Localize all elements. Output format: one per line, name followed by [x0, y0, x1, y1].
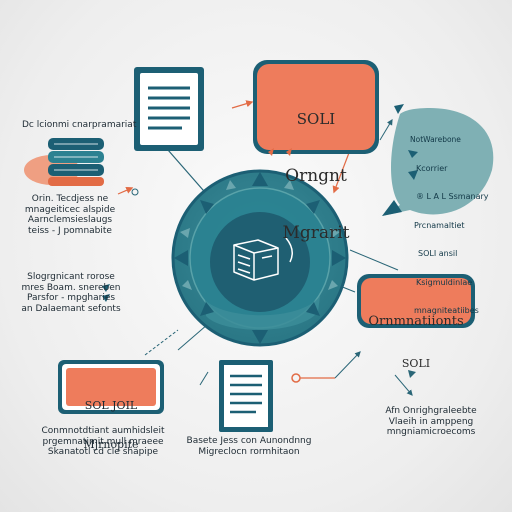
- orange-box-top-line3: Mgrarit: [282, 223, 350, 243]
- line-hub-to-right: [349, 249, 399, 271]
- arrow-doc-to-hub: [167, 149, 211, 200]
- document-icon-bottom: [219, 360, 273, 432]
- bubble-item: mnagniteatiibes: [414, 306, 479, 315]
- database-icon: [24, 138, 104, 186]
- bubble-item: ® L A L Ssmanary: [416, 192, 489, 201]
- orange-box-top-line2: Orngnt: [285, 166, 347, 186]
- orange-box-top: [253, 60, 379, 154]
- orange-box-left-line2: Mjrnopite: [83, 438, 139, 451]
- bottom-center-label: Basete Jess con Aunondnng Migreclocn ror…: [186, 436, 312, 457]
- bubble-item: SOLI ansil: [418, 249, 458, 258]
- migration-arrow-icon: [285, 237, 293, 263]
- orange-box-left-line1: SOL JOIL: [84, 399, 138, 412]
- arrow-db-small: [117, 186, 134, 195]
- db-title-label: Dc lcionmi cnarpramariat: [22, 120, 137, 130]
- orange-box-left: [58, 360, 164, 414]
- mid-left-label: Slogrgnicant rorose mres Boam. snereben …: [21, 272, 121, 314]
- bubble-item: Kcorrier: [416, 163, 448, 173]
- server-box-icon: [233, 239, 279, 281]
- arrow-to-right-box: [334, 351, 361, 379]
- decorations: [102, 148, 416, 383]
- orange-box-top-line1: SOLI: [296, 110, 336, 128]
- bubble-item: Ksigmuldinlae: [416, 277, 473, 287]
- orange-box-right: [357, 274, 475, 328]
- bubble-item: Prcnamaltiet: [414, 220, 465, 230]
- orange-box-right-line2: SOLI: [401, 357, 431, 370]
- orange-box-top-text: SOLI Orngnt Mgrarit: [257, 72, 375, 262]
- bottom-right-label: Afn Onrighgraleebte Vlaeih in amppeng mn…: [385, 406, 477, 437]
- dash-left: [144, 329, 179, 356]
- central-hub: [171, 169, 349, 347]
- tick-small: [199, 371, 209, 386]
- arrow-bottom-right: [394, 374, 413, 396]
- bubble-item: NotWarebone: [410, 135, 461, 144]
- arrow-doc-to-orange: [231, 100, 254, 109]
- db-description-label: Orin. Tecdjess ne mnageiticec alspide Aa…: [24, 194, 116, 236]
- bottom-left-label: Conmnotdtiant aumhidsleit prgemnatimit m…: [41, 426, 165, 457]
- arrow-to-bubble: [379, 118, 393, 141]
- orange-box-left-text: SOL JOIL Mjrnopite: [66, 373, 156, 464]
- orange-box-right-text: Ornmnatiionts SOLI: [361, 287, 471, 385]
- bubble-list: NotWarebone Kcorrier ® L A L Ssmanary Pr…: [410, 116, 489, 325]
- orange-box-right-line1: Ornmnatiionts: [368, 314, 464, 329]
- speech-bubble: [382, 104, 494, 216]
- document-icon: [134, 67, 204, 151]
